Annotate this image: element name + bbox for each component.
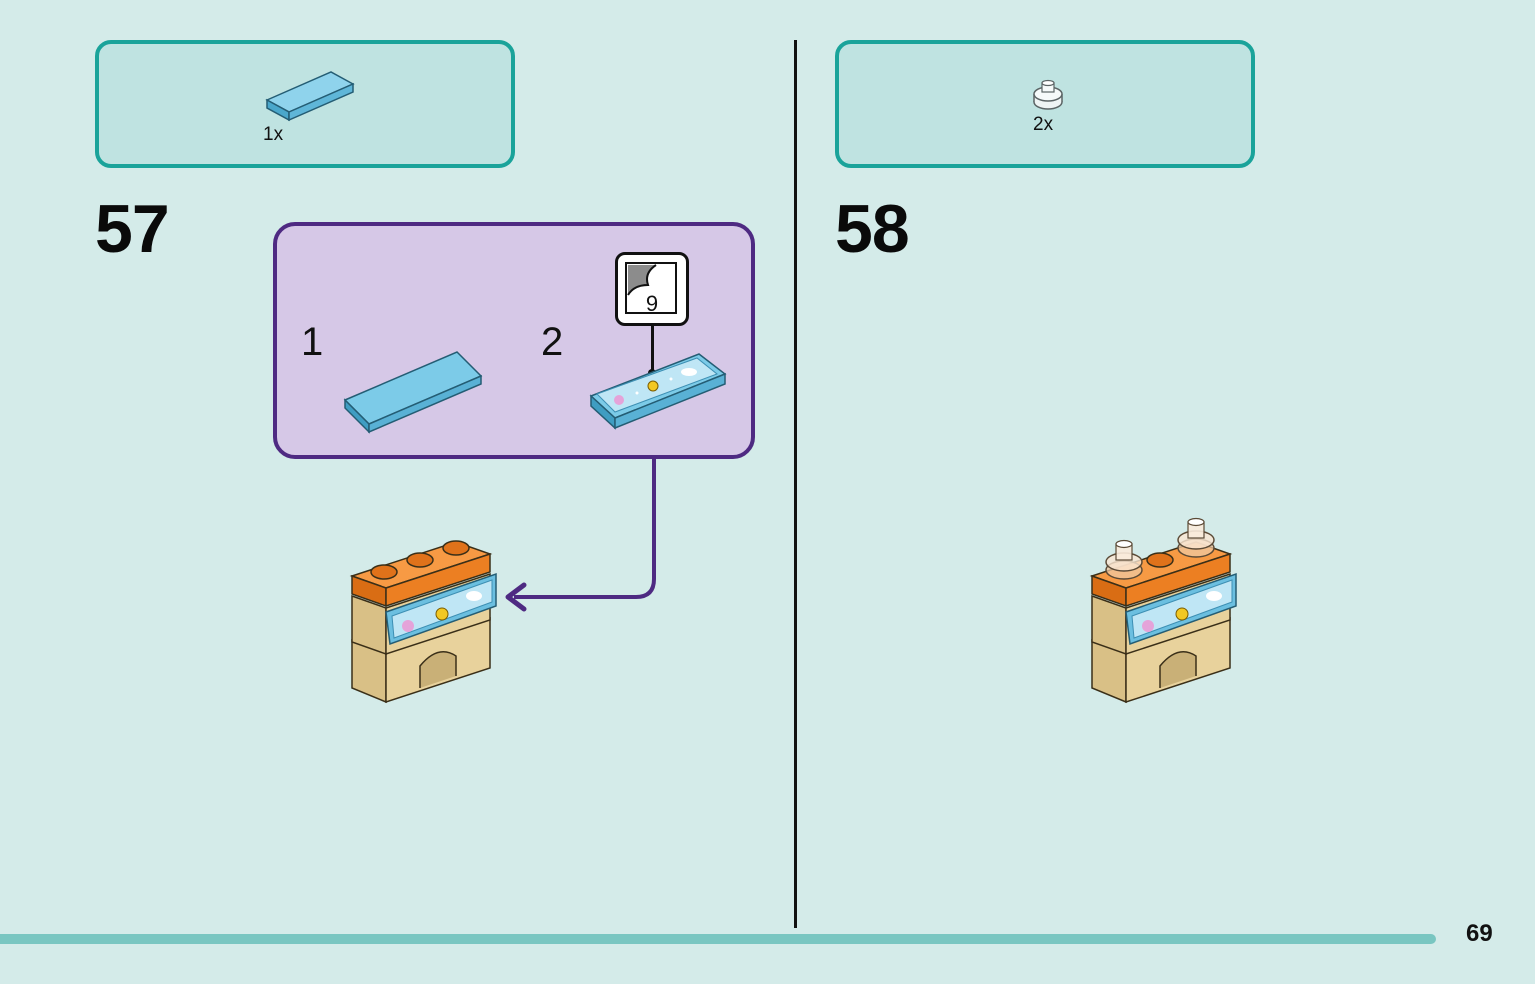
flat-tile-light-blue-icon xyxy=(343,351,483,434)
model-step-58 xyxy=(1089,517,1237,704)
step-number-58: 58 xyxy=(835,191,910,267)
substep-number-1: 1 xyxy=(301,320,324,364)
model-step-57 xyxy=(349,540,497,704)
arrow-subassembly-to-model xyxy=(505,455,656,612)
page-number: 69 xyxy=(1466,920,1493,947)
step-divider xyxy=(794,40,797,928)
parts-box-step-57: 1x xyxy=(95,40,515,168)
sticker-pointer-line xyxy=(651,326,654,372)
subassembly-box: 1 2 9 xyxy=(273,222,755,459)
step-number-57: 57 xyxy=(95,191,170,267)
parts-box-step-58: 2x xyxy=(835,40,1255,168)
part-quantity: 2x xyxy=(1033,114,1054,135)
sticker-sheet-icon xyxy=(625,262,677,314)
flat-tile-light-blue-icon xyxy=(265,71,355,122)
sticker-callout: 9 xyxy=(615,252,689,326)
page-footer-bar xyxy=(0,934,1436,944)
sticker-number: 9 xyxy=(645,291,659,316)
printed-tile-icon xyxy=(589,353,727,430)
transparent-round-stud-icon xyxy=(1033,79,1063,110)
substep-number-2: 2 xyxy=(541,320,564,364)
part-quantity: 1x xyxy=(263,124,284,145)
